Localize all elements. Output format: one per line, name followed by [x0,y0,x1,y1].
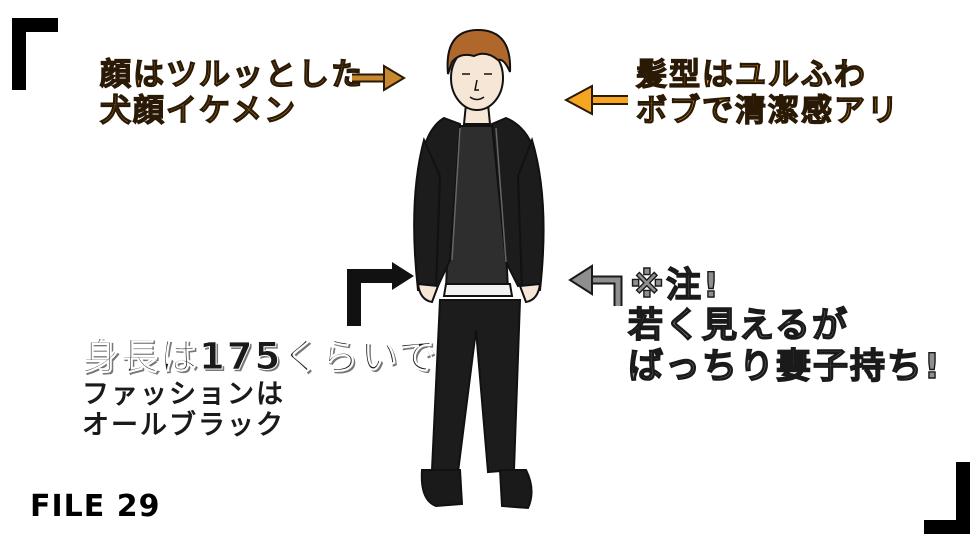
note-annotation: ※注! 若く見えるが ばっちり妻子持ち! [627,265,942,387]
height-annotation: 身長は175くらいで ファッションは オールブラック [81,335,438,441]
corner-bracket-top-left-vertical [12,18,26,90]
arrow-left-icon [563,84,628,116]
hair-annotation-line2: ボブで清潔感アリ [635,92,900,129]
arrow-right-icon [352,64,406,92]
note-annotation-line1: ※注! [629,265,721,306]
hair-annotation-line1: 髪型はユルふわ [635,57,867,93]
file-label: FILE 29 [30,489,161,524]
hair-annotation: 髪型はユルふわ ボブで清潔感アリ [635,57,900,129]
height-annotation-line1: 身長は175くらいで [81,335,438,378]
arrow-up-left-icon [568,264,623,306]
corner-bracket-bottom-right-vertical [956,462,970,534]
face-annotation-line2: 犬顔イケメン [99,92,298,129]
note-annotation-line2: 若く見えるが [627,306,849,347]
height-annotation-line3: オールブラック [82,409,285,441]
note-annotation-line3: ばっちり妻子持ち! [627,346,942,387]
face-annotation-line1: 顔はツルッとした [99,57,364,93]
face-annotation: 顔はツルッとした 犬顔イケメン [99,57,364,129]
height-annotation-line2: ファッションは [82,378,285,410]
arrow-up-right-icon [347,262,414,326]
